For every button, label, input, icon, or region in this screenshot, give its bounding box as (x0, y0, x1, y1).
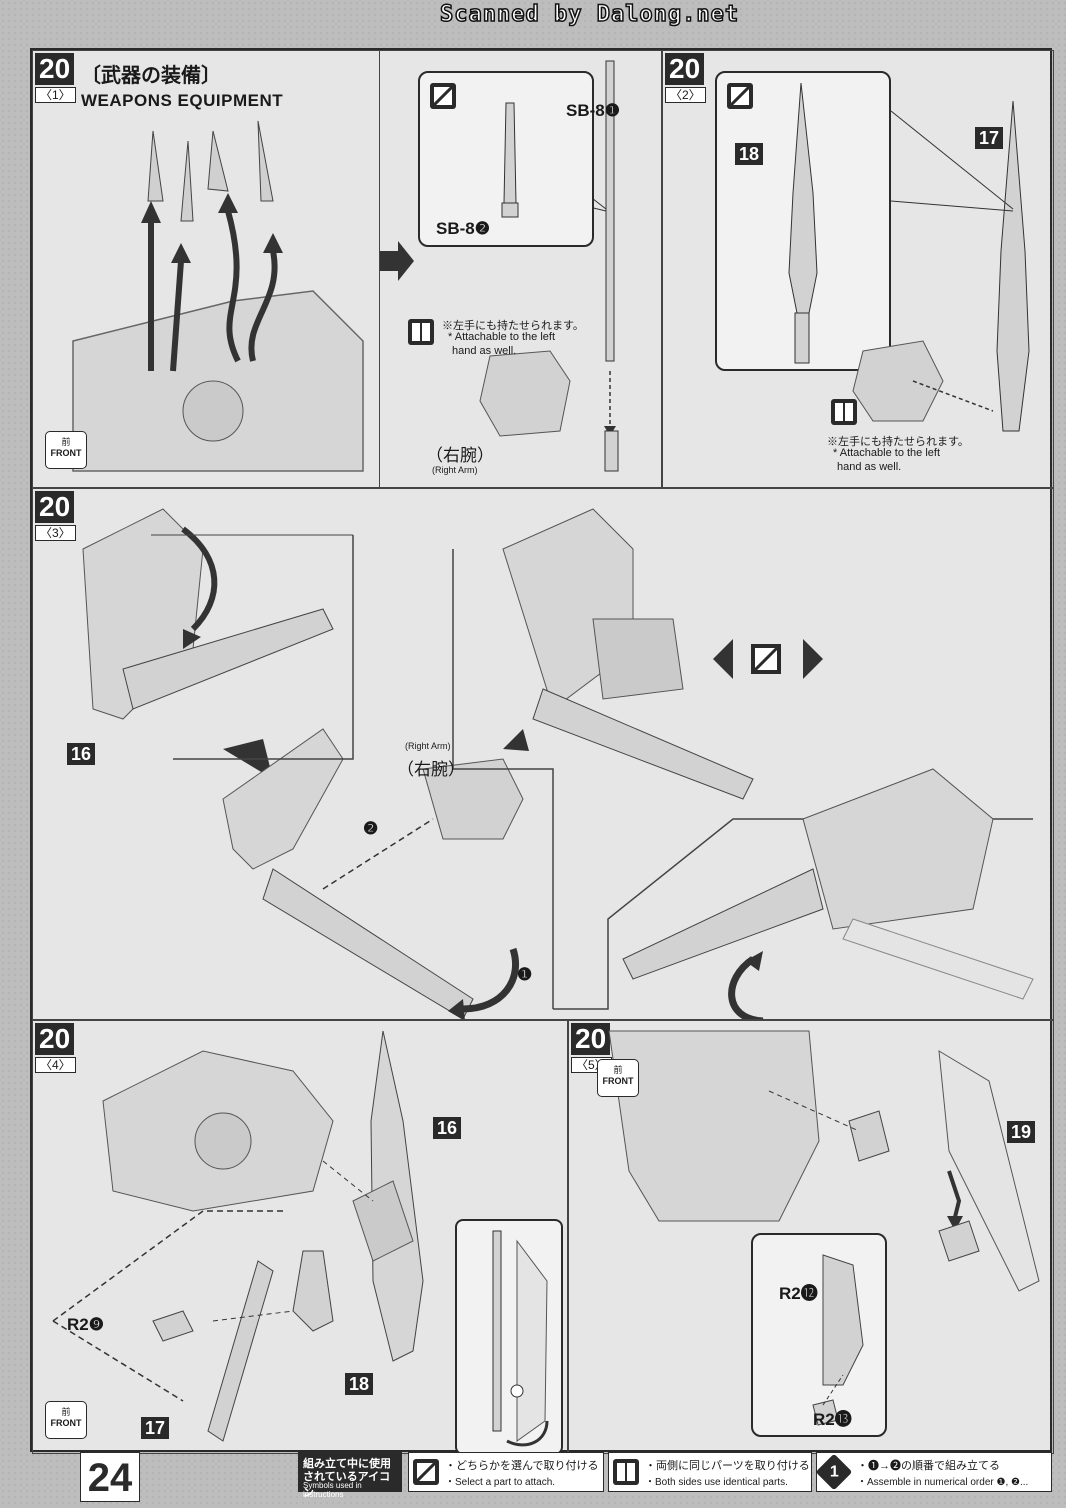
attach-note-en-2: hand as well. (837, 461, 902, 473)
right-arm-label-en: (Right Arm) (405, 741, 451, 751)
page-number: 24 (80, 1452, 140, 1502)
sub-step-number: 〈2〉 (665, 87, 706, 103)
step-number: 20 (571, 1023, 611, 1055)
step-20-5-panel: 20 〈5〉 前 FRONT 19 (568, 1020, 1054, 1454)
sb8-detail-inset: SB-8❷ (418, 71, 594, 247)
legend-item-numerical-order: 1 ・❶→❷の順番で組み立てる ・Assemble in numerical o… (815, 1452, 1052, 1492)
right-arm-label-en: (Right Arm) (432, 465, 478, 475)
next-arrow (380, 241, 414, 281)
part-tag-19: 19 (1007, 1121, 1036, 1143)
front-direction-badge: 前 FRONT (597, 1059, 639, 1097)
sequence-icon: 1 (815, 1453, 853, 1491)
step-20-1-weapon-area: SB-8❷ SB-8❶ ※左手にも持たせられます。 * Attachable t… (380, 50, 662, 488)
shield-sword-illustration (82, 508, 1034, 1019)
step-title-en: WEAPONS EQUIPMENT (81, 91, 284, 110)
part-tag-16: 16 (433, 1117, 462, 1139)
step-20-3-panel: 20 〈3〉 (32, 488, 1054, 1020)
blade-detail-inset: 18 (715, 71, 891, 371)
select-part-icon (727, 83, 753, 109)
both-sides-icon (613, 1459, 639, 1485)
sub-step-number: 〈3〉 (35, 525, 76, 541)
step-number: 20 (35, 1023, 75, 1055)
part-label-r2-12: R2⓬ (779, 1284, 818, 1303)
step-number: 20 (665, 53, 705, 85)
scan-watermark: Scanned by Dalong.net (439, 1, 740, 28)
legend-heading-en: Symbols used in instructions (303, 1481, 362, 1499)
part-label-sb8-1: SB-8❶ (566, 101, 620, 120)
peg-detail-drawing (812, 1254, 864, 1426)
shield-assembly-illustration (608, 1030, 1040, 1292)
legend-heading: 組み立て中に使用 されているアイコン Symbols used in instr… (298, 1452, 402, 1499)
sb8-part-drawing (501, 102, 519, 218)
sequence-step-1: ❶ (517, 965, 533, 984)
legend-heading-jp-line1: 組み立て中に使用 (303, 1458, 391, 1470)
sequence-step-2: ❷ (363, 819, 379, 838)
part-tag-17: 17 (141, 1417, 170, 1439)
legend-item-both-sides: ・両側に同じパーツを取り付ける ・Both sides use identica… (608, 1452, 812, 1492)
step-20-4-panel: 20 〈4〉 (32, 1020, 568, 1454)
part-label-r2-9: R2❾ (67, 1315, 104, 1334)
part-label-r2-13: R2⓭ (813, 1410, 852, 1429)
front-direction-badge: 前 FRONT (45, 1401, 87, 1439)
attach-note-jp: ※左手にも持たせられます。 (442, 320, 584, 332)
part-tag-17: 17 (975, 127, 1004, 149)
legend-item-select-part: ・どちらかを選んで取り付ける ・Select a part to attach. (408, 1452, 604, 1492)
part-label-sb8-2: SB-8❷ (436, 219, 490, 238)
part-tag-16: 16 (67, 743, 96, 765)
step-number: 20 (35, 53, 75, 85)
front-direction-badge: 前 FRONT (45, 431, 87, 469)
step-title-jp: 〔武器の装備〕 (81, 65, 221, 87)
attach-note-en: * Attachable to the left (833, 447, 941, 459)
attachment-detail-inset (455, 1219, 563, 1453)
part-tag-18: 18 (345, 1373, 374, 1395)
part-tag-18: 18 (735, 143, 764, 165)
right-arm-label-jp: （右腕） (397, 760, 465, 779)
step-20-2-panel: 20 〈2〉 18 17 (662, 50, 1054, 488)
robot-chest-illustration (72, 120, 364, 472)
attach-note-en: * Attachable to the left (448, 331, 556, 343)
peg-detail-inset: R2⓬ R2⓭ (751, 1233, 887, 1437)
select-part-icon (430, 83, 456, 109)
sub-step-number: 〈4〉 (35, 1057, 76, 1073)
robot-assembly-illustration (52, 1030, 424, 1442)
attach-note-jp: ※左手にも持たせられます。 (827, 436, 969, 448)
both-sides-icon (408, 319, 434, 345)
both-sides-icon (831, 399, 857, 425)
right-arm-label-jp: （右腕） (426, 446, 494, 465)
step-number: 20 (35, 491, 75, 523)
long-blade-illustration (852, 100, 1030, 432)
sub-step-number: 〈1〉 (35, 87, 76, 103)
legend-heading-jp-line2: されているアイコン (303, 1471, 391, 1499)
select-part-icon (413, 1459, 439, 1485)
blade-part-drawing (788, 82, 818, 364)
step-20-1-panel: 20 〈1〉 〔武器の装備〕 WEAPONS EQUIPMENT (32, 50, 380, 488)
instruction-sheet: 20 〈1〉 〔武器の装備〕 WEAPONS EQUIPMENT (30, 48, 1054, 1454)
attach-note-en-2: hand as well. (452, 345, 517, 357)
attachment-detail-drawing (492, 1230, 549, 1447)
